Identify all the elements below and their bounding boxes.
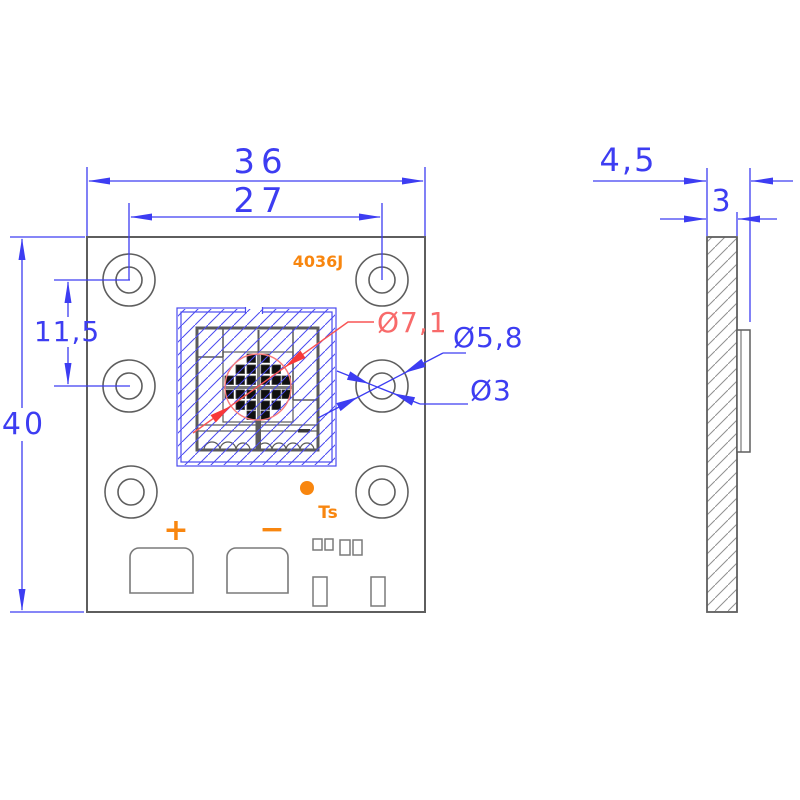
dia-7-1-leader <box>192 321 374 434</box>
thermal-sensor-label: Ts <box>318 503 337 523</box>
dia-7-1-value: Ø7,1 <box>377 306 448 339</box>
side-dimensions: 4,5 3 <box>593 141 793 322</box>
arrowhead <box>285 350 306 367</box>
smd-part <box>370 576 386 607</box>
part-code-label: 4036J <box>293 252 343 271</box>
arrowhead <box>359 213 381 221</box>
dimension-3: 3 <box>660 184 777 236</box>
arrowhead <box>751 177 773 185</box>
thermal-sensor-dot <box>300 481 314 495</box>
dimension-36: 36 <box>86 142 426 236</box>
dim-4-5-lines <box>593 168 793 322</box>
led-package <box>176 305 337 467</box>
arrowhead <box>64 281 72 303</box>
board-section <box>706 236 738 613</box>
dim-40-lines <box>10 236 85 613</box>
emitter-circle <box>224 353 292 421</box>
pcb-outline <box>86 236 426 613</box>
arrowhead <box>210 406 231 423</box>
dim-40-value: 40 <box>2 407 46 442</box>
dim-27-value: 27 <box>233 181 288 221</box>
dim-4-5-value: 4,5 <box>600 141 657 179</box>
smd-part <box>339 539 351 556</box>
dim-36-lines <box>86 167 426 236</box>
smd-part <box>312 538 323 551</box>
dia-3-value: Ø3 <box>470 374 512 407</box>
dimension-27: 27 <box>128 181 383 280</box>
smd-part <box>324 538 334 551</box>
solder-pad-plus <box>129 547 194 594</box>
hole-outer <box>355 359 409 413</box>
arrowhead <box>346 371 369 384</box>
hole-inner <box>368 372 396 400</box>
dim-11-5-lines <box>54 279 130 387</box>
smd-components <box>312 538 386 607</box>
arrowhead <box>684 177 706 185</box>
arrowhead <box>18 589 26 611</box>
dimension-dia-3: Ø3 <box>336 370 512 407</box>
arrowhead <box>402 177 424 185</box>
arrowhead <box>130 213 152 221</box>
arrowhead <box>88 177 110 185</box>
smd-part <box>312 576 328 607</box>
polarity-plus-label: + <box>163 513 188 548</box>
side-view: 4,5 3 <box>593 141 793 613</box>
hole-inner <box>117 478 145 506</box>
dim-27-lines <box>128 203 383 280</box>
arrowhead <box>738 215 760 223</box>
smd-part <box>352 539 363 556</box>
arrowhead <box>64 363 72 385</box>
dimension-4-5: 4,5 <box>593 141 793 322</box>
front-view: Ts + − 4036J <box>86 236 426 613</box>
front-dimensions: 36 27 40 11,5 Ø5,8 <box>2 142 524 613</box>
solder-pad-minus <box>226 547 289 594</box>
dim-11-5-value: 11,5 <box>34 315 100 348</box>
pads-and-components <box>129 538 386 607</box>
hole-outer <box>355 465 409 519</box>
arrowhead <box>18 238 26 260</box>
polarity-minus-label: − <box>259 512 284 547</box>
dim-36-value: 36 <box>233 142 288 182</box>
dimension-dia-5-8: Ø5,8 <box>317 321 524 419</box>
arrowhead <box>404 358 426 373</box>
lens-protrusion <box>736 329 751 453</box>
arrowhead <box>684 215 706 223</box>
hole-outer <box>104 465 158 519</box>
dimension-11-5: 11,5 <box>34 279 130 387</box>
hole-inner <box>368 478 396 506</box>
dim-3-value: 3 <box>711 184 730 219</box>
dia-5-8-value: Ø5,8 <box>453 321 524 354</box>
dimension-40: 40 <box>2 236 85 613</box>
arrowhead <box>393 393 416 406</box>
arrowhead <box>336 397 358 412</box>
dimension-dia-7-1: Ø7,1 <box>192 306 448 434</box>
